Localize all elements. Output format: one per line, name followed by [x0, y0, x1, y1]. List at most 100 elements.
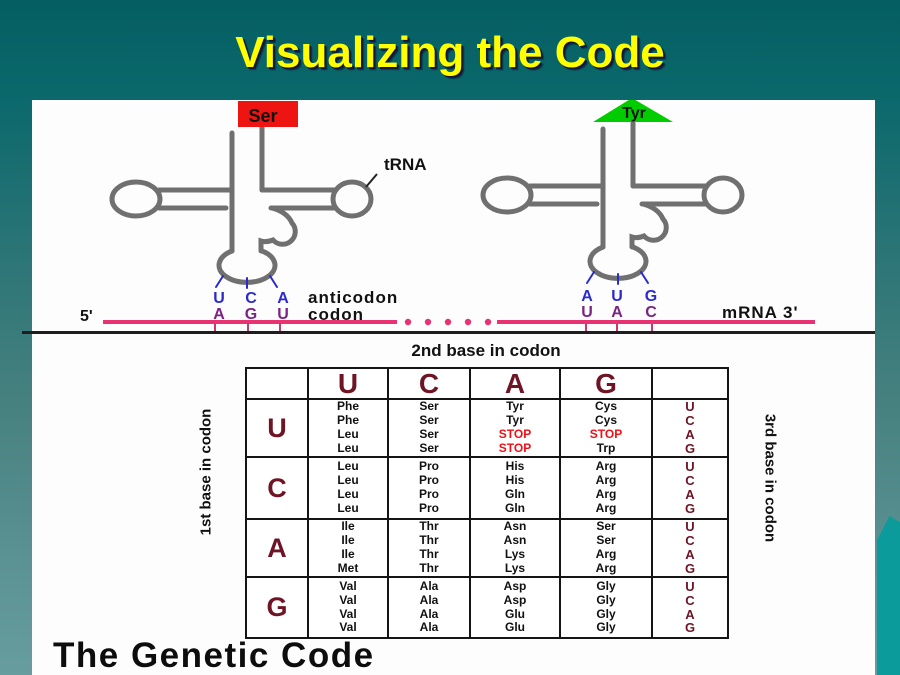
- left-codon-letter: G: [245, 306, 257, 323]
- amino-acid-label: Thr: [419, 519, 439, 534]
- amino-acid-label: Arg: [595, 459, 617, 474]
- right-anticodon-letter: U: [611, 288, 623, 305]
- amino-acid-label: Arg: [595, 547, 617, 561]
- amino-acid-label: Thr: [419, 547, 439, 561]
- amino-acid-label: Phe: [336, 413, 359, 428]
- amino-acid-label: Val: [339, 620, 357, 635]
- second-base-axis-label: 2nd base in codon: [411, 341, 561, 360]
- amino-acid-label: Gly: [596, 578, 616, 593]
- amino-acid-label: Ile: [341, 519, 355, 534]
- third-base-letter: A: [685, 427, 695, 442]
- third-base-letter: A: [685, 606, 695, 622]
- amino-acid-label: Ser: [419, 427, 439, 441]
- amino-acid-label: His: [505, 473, 525, 488]
- third-base-letter: G: [684, 440, 696, 456]
- amino-acid-label: Asp: [503, 578, 527, 593]
- amino-acid-label: Tyr: [506, 399, 524, 414]
- amino-acid-label: Pro: [418, 487, 439, 501]
- right-anticodon-letter: A: [581, 288, 593, 305]
- right-codon-letter: C: [645, 304, 657, 321]
- bottom-heading: The Genetic Code: [53, 636, 375, 675]
- amino-acid-label: Val: [339, 578, 357, 593]
- trna-diagram: Ser Tyr tRNA U C A A G U A U G U A C ant…: [80, 100, 815, 331]
- amino-acid-label: Ser: [419, 399, 439, 414]
- amino-acid-label: Tyr: [506, 413, 524, 428]
- amino-acid-label: Ser: [596, 519, 616, 534]
- amino-acid-label: Leu: [337, 473, 359, 488]
- amino-acid-label: Ser: [596, 533, 616, 548]
- third-base-letter: C: [685, 413, 695, 429]
- amino-acid-label: Leu: [337, 459, 359, 474]
- third-base-letter: U: [685, 578, 695, 594]
- third-base-axis-label: 3rd base in codon: [761, 413, 779, 543]
- amino-acid-label: Ser: [419, 440, 439, 455]
- mrna-strand-dots: [404, 318, 492, 326]
- amino-acid-label: Pro: [418, 473, 439, 488]
- amino-acid-label: Ala: [419, 592, 439, 607]
- third-base-letter: U: [685, 399, 695, 415]
- corner-cell: [651, 367, 729, 400]
- amino-acid-label: Trp: [596, 440, 616, 455]
- amino-acid-label: Pro: [418, 459, 439, 474]
- tyr-amino-acid-triangle: [593, 100, 673, 122]
- amino-acid-label: Phe: [336, 399, 359, 414]
- right-codon-letter: A: [611, 304, 623, 321]
- amino-acid-label: Arg: [595, 487, 617, 501]
- amino-acid-label: Asp: [503, 592, 527, 607]
- five-prime-label: 5': [80, 308, 93, 325]
- second-base-header: U: [307, 367, 389, 400]
- third-base-letter: U: [685, 459, 695, 475]
- slide-title: Visualizing the Code: [235, 28, 665, 77]
- background-accent-shape: [877, 516, 900, 675]
- codon-annotation: codon: [308, 305, 364, 324]
- amino-acid-label: Gly: [596, 620, 616, 635]
- second-base-header: A: [469, 367, 561, 400]
- stop-codon-label: STOP: [498, 440, 532, 455]
- amino-acid-label: Arg: [595, 560, 617, 575]
- amino-acid-label: Lys: [504, 547, 526, 561]
- left-codon-letter: U: [277, 306, 289, 323]
- amino-acid-label: Leu: [337, 487, 359, 501]
- second-base-header: G: [559, 367, 653, 400]
- amino-acid-label: Ile: [341, 547, 355, 561]
- mrna-three-prime-label: mRNA 3': [722, 303, 799, 322]
- section-divider-line: [22, 331, 875, 334]
- amino-acid-label: Gln: [505, 487, 525, 501]
- amino-acid-label: Arg: [595, 473, 617, 488]
- third-base-letter: U: [685, 519, 695, 535]
- left-codon-letter: A: [213, 306, 225, 323]
- amino-acid-label: Ala: [419, 620, 439, 635]
- corner-cell: [245, 367, 309, 400]
- ser-amino-acid-box: [238, 101, 298, 127]
- codon-tick-marks: [214, 324, 653, 331]
- amino-acid-label: Cys: [594, 413, 617, 428]
- amino-acid-label: Thr: [419, 560, 439, 575]
- amino-acid-label: Thr: [419, 533, 439, 548]
- trna-pointer-line: [365, 173, 378, 188]
- first-base-cell: C: [245, 456, 309, 520]
- third-base-letter: G: [684, 620, 696, 636]
- third-base-letter: C: [685, 533, 695, 549]
- amino-acid-label: Glu: [505, 620, 525, 635]
- third-base-letter: G: [684, 500, 696, 516]
- amino-acid-label: Gln: [505, 500, 525, 515]
